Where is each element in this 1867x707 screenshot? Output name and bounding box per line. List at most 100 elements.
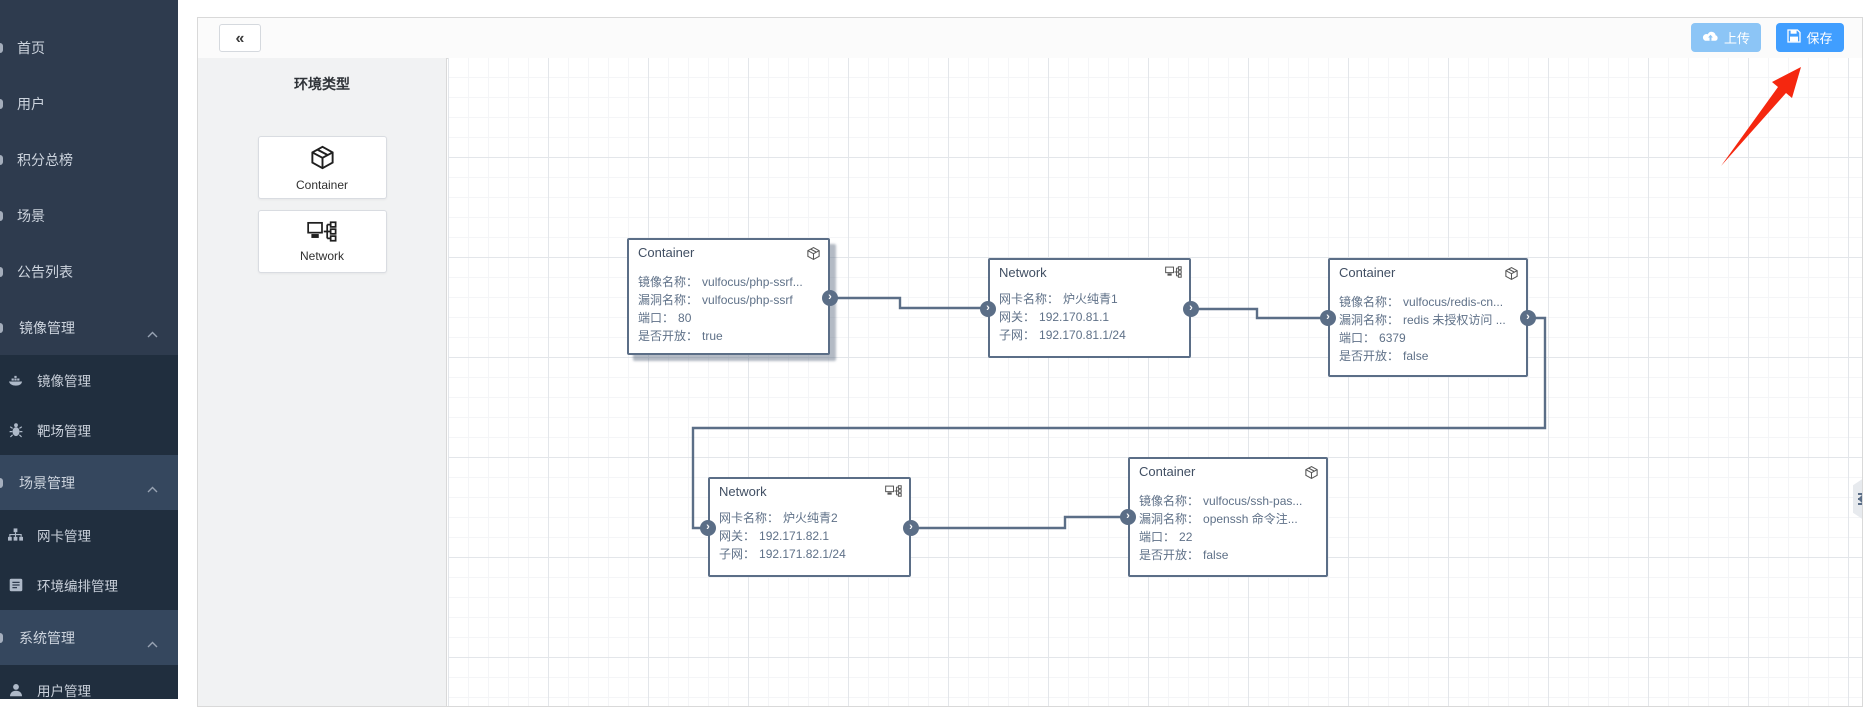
field-label: 端口： bbox=[1339, 331, 1376, 345]
node-field: 是否开放：true bbox=[638, 327, 820, 345]
scene-icon bbox=[0, 211, 3, 221]
nic-icon bbox=[8, 527, 23, 543]
upload-button[interactable]: 上传 bbox=[1691, 23, 1761, 52]
palette-card-network-label: Network bbox=[299, 248, 344, 263]
node-field: 端口：6379 bbox=[1339, 329, 1518, 347]
field-value: 6379 bbox=[1379, 331, 1406, 345]
palette-card-container[interactable]: Container bbox=[257, 136, 387, 199]
chevron-up-icon bbox=[147, 480, 158, 492]
sidebar-item-home[interactable]: 首页 bbox=[0, 20, 178, 76]
port-left-network-1[interactable]: › bbox=[980, 301, 996, 317]
sidebar-section-image-management[interactable]: 镜像管理 bbox=[0, 300, 178, 355]
sidebar-item-image-management[interactable]: 镜像管理 bbox=[0, 355, 178, 405]
sidebar-item-announcements[interactable]: 公告列表 bbox=[0, 244, 178, 300]
field-label: 是否开放： bbox=[1139, 548, 1200, 562]
field-value: openssh 命令注... bbox=[1203, 512, 1298, 526]
field-label: 是否开放： bbox=[638, 329, 699, 343]
field-label: 端口： bbox=[1139, 530, 1176, 544]
node-field: 镜像名称：vulfocus/redis-cn... bbox=[1339, 293, 1518, 311]
node-type-label: Container bbox=[638, 245, 695, 260]
node-header: Container bbox=[1330, 260, 1526, 284]
node-field: 是否开放：false bbox=[1339, 347, 1518, 365]
node-type-label: Container bbox=[1339, 265, 1396, 280]
sidebar-item-range-management-label: 靶场管理 bbox=[37, 424, 91, 439]
port-right-container-php-ssrf[interactable]: › bbox=[822, 290, 838, 306]
field-value: 192.170.81.1/24 bbox=[1039, 328, 1126, 342]
node-field: 子网：192.171.82.1/24 bbox=[719, 545, 901, 563]
sidebar-section-scene-management[interactable]: 场景管理 bbox=[0, 455, 178, 510]
field-label: 网关： bbox=[999, 310, 1036, 324]
rank-icon bbox=[0, 155, 3, 165]
field-value: 192.171.82.1 bbox=[759, 529, 830, 543]
chevron-up-icon bbox=[0, 322, 3, 333]
sidebar-item-users[interactable]: 用户 bbox=[0, 76, 178, 132]
flow-node-container-redis[interactable]: Container 镜像名称：vulfocus/redis-cn...漏洞名称：r… bbox=[1328, 258, 1528, 377]
edge-network1-to-redis bbox=[1191, 307, 1326, 320]
field-value: vulfocus/ssh-pas... bbox=[1203, 494, 1303, 508]
sidebar-item-user-management-label: 用户管理 bbox=[37, 684, 91, 699]
node-field: 镜像名称：vulfocus/php-ssrf... bbox=[638, 273, 820, 291]
node-fields: 镜像名称：vulfocus/ssh-pas...漏洞名称：openssh 命令注… bbox=[1130, 492, 1326, 564]
field-value: 22 bbox=[1179, 530, 1193, 544]
sidebar-item-image-management-label: 镜像管理 bbox=[37, 374, 91, 389]
port-right-container-redis[interactable]: › bbox=[1520, 310, 1536, 326]
docker-icon bbox=[8, 372, 23, 388]
node-fields: 镜像名称：vulfocus/redis-cn...漏洞名称：redis 未授权访… bbox=[1330, 293, 1526, 365]
field-label: 漏洞名称： bbox=[1339, 313, 1400, 327]
sidebar-item-nic-management[interactable]: 网卡管理 bbox=[0, 510, 178, 560]
collapse-sidebar-button[interactable]: « bbox=[219, 24, 261, 52]
toolbar: « 上传 保存 bbox=[198, 18, 1862, 59]
edge-network2-to-ssh bbox=[911, 515, 1126, 530]
node-field: 网关：192.171.82.1 bbox=[719, 527, 901, 545]
port-left-container-redis[interactable]: › bbox=[1320, 310, 1336, 326]
drawer-handle-icon[interactable] bbox=[1853, 476, 1862, 522]
network-topology-icon bbox=[307, 220, 337, 247]
node-field: 网卡名称：炉火纯青2 bbox=[719, 509, 901, 527]
sidebar-item-env-orchestration[interactable]: 环境编排管理 bbox=[0, 560, 178, 610]
field-label: 网关： bbox=[719, 529, 756, 543]
notice-icon bbox=[0, 267, 3, 277]
port-left-network-2[interactable]: › bbox=[700, 520, 716, 536]
port-right-network-1[interactable]: › bbox=[1183, 301, 1199, 317]
field-value: 炉火纯青2 bbox=[783, 511, 838, 525]
user-icon bbox=[0, 99, 3, 109]
palette-card-container-label: Container bbox=[295, 177, 349, 192]
port-left-container-ssh[interactable]: › bbox=[1120, 509, 1136, 525]
node-fields: 镜像名称：vulfocus/php-ssrf...漏洞名称：vulfocus/p… bbox=[629, 273, 828, 345]
port-right-network-2[interactable]: › bbox=[903, 520, 919, 536]
field-value: vulfocus/php-ssrf... bbox=[702, 275, 803, 289]
cloud-upload-icon bbox=[1702, 30, 1719, 46]
container-cube-icon bbox=[806, 246, 821, 264]
edges-layer bbox=[691, 67, 1801, 530]
save-button-label: 保存 bbox=[1806, 31, 1833, 46]
save-button[interactable]: 保存 bbox=[1776, 23, 1844, 52]
node-type-label: Container bbox=[1139, 464, 1196, 479]
sidebar-section-scene-management-label: 场景管理 bbox=[19, 474, 75, 491]
field-label: 网卡名称： bbox=[999, 292, 1060, 306]
sidebar-item-scenes[interactable]: 场景 bbox=[0, 188, 178, 244]
chevron-up-icon bbox=[147, 635, 158, 647]
field-value: false bbox=[1403, 349, 1429, 363]
sidebar-item-range-management[interactable]: 靶场管理 bbox=[0, 405, 178, 455]
home-icon bbox=[0, 43, 3, 53]
node-field: 是否开放：false bbox=[1139, 546, 1318, 564]
sidebar-item-score-rank-label: 积分总榜 bbox=[17, 152, 73, 168]
node-header: Network bbox=[710, 479, 909, 500]
node-type-label: Network bbox=[719, 484, 767, 499]
container-cube-icon bbox=[1304, 465, 1319, 483]
sidebar-section-system-management[interactable]: 系统管理 bbox=[0, 610, 178, 665]
node-field: 漏洞名称：redis 未授权访问 ... bbox=[1339, 311, 1518, 329]
sidebar-item-user-management[interactable]: 用户管理 bbox=[0, 665, 178, 699]
sidebar-item-score-rank[interactable]: 积分总榜 bbox=[0, 132, 178, 188]
palette-card-network[interactable]: Network bbox=[257, 210, 387, 273]
flow-node-container-php-ssrf[interactable]: Container 镜像名称：vulfocus/php-ssrf...漏洞名称：v… bbox=[627, 238, 830, 355]
field-label: 端口： bbox=[638, 311, 675, 325]
flow-node-container-ssh[interactable]: Container 镜像名称：vulfocus/ssh-pas...漏洞名称：op… bbox=[1128, 457, 1328, 577]
